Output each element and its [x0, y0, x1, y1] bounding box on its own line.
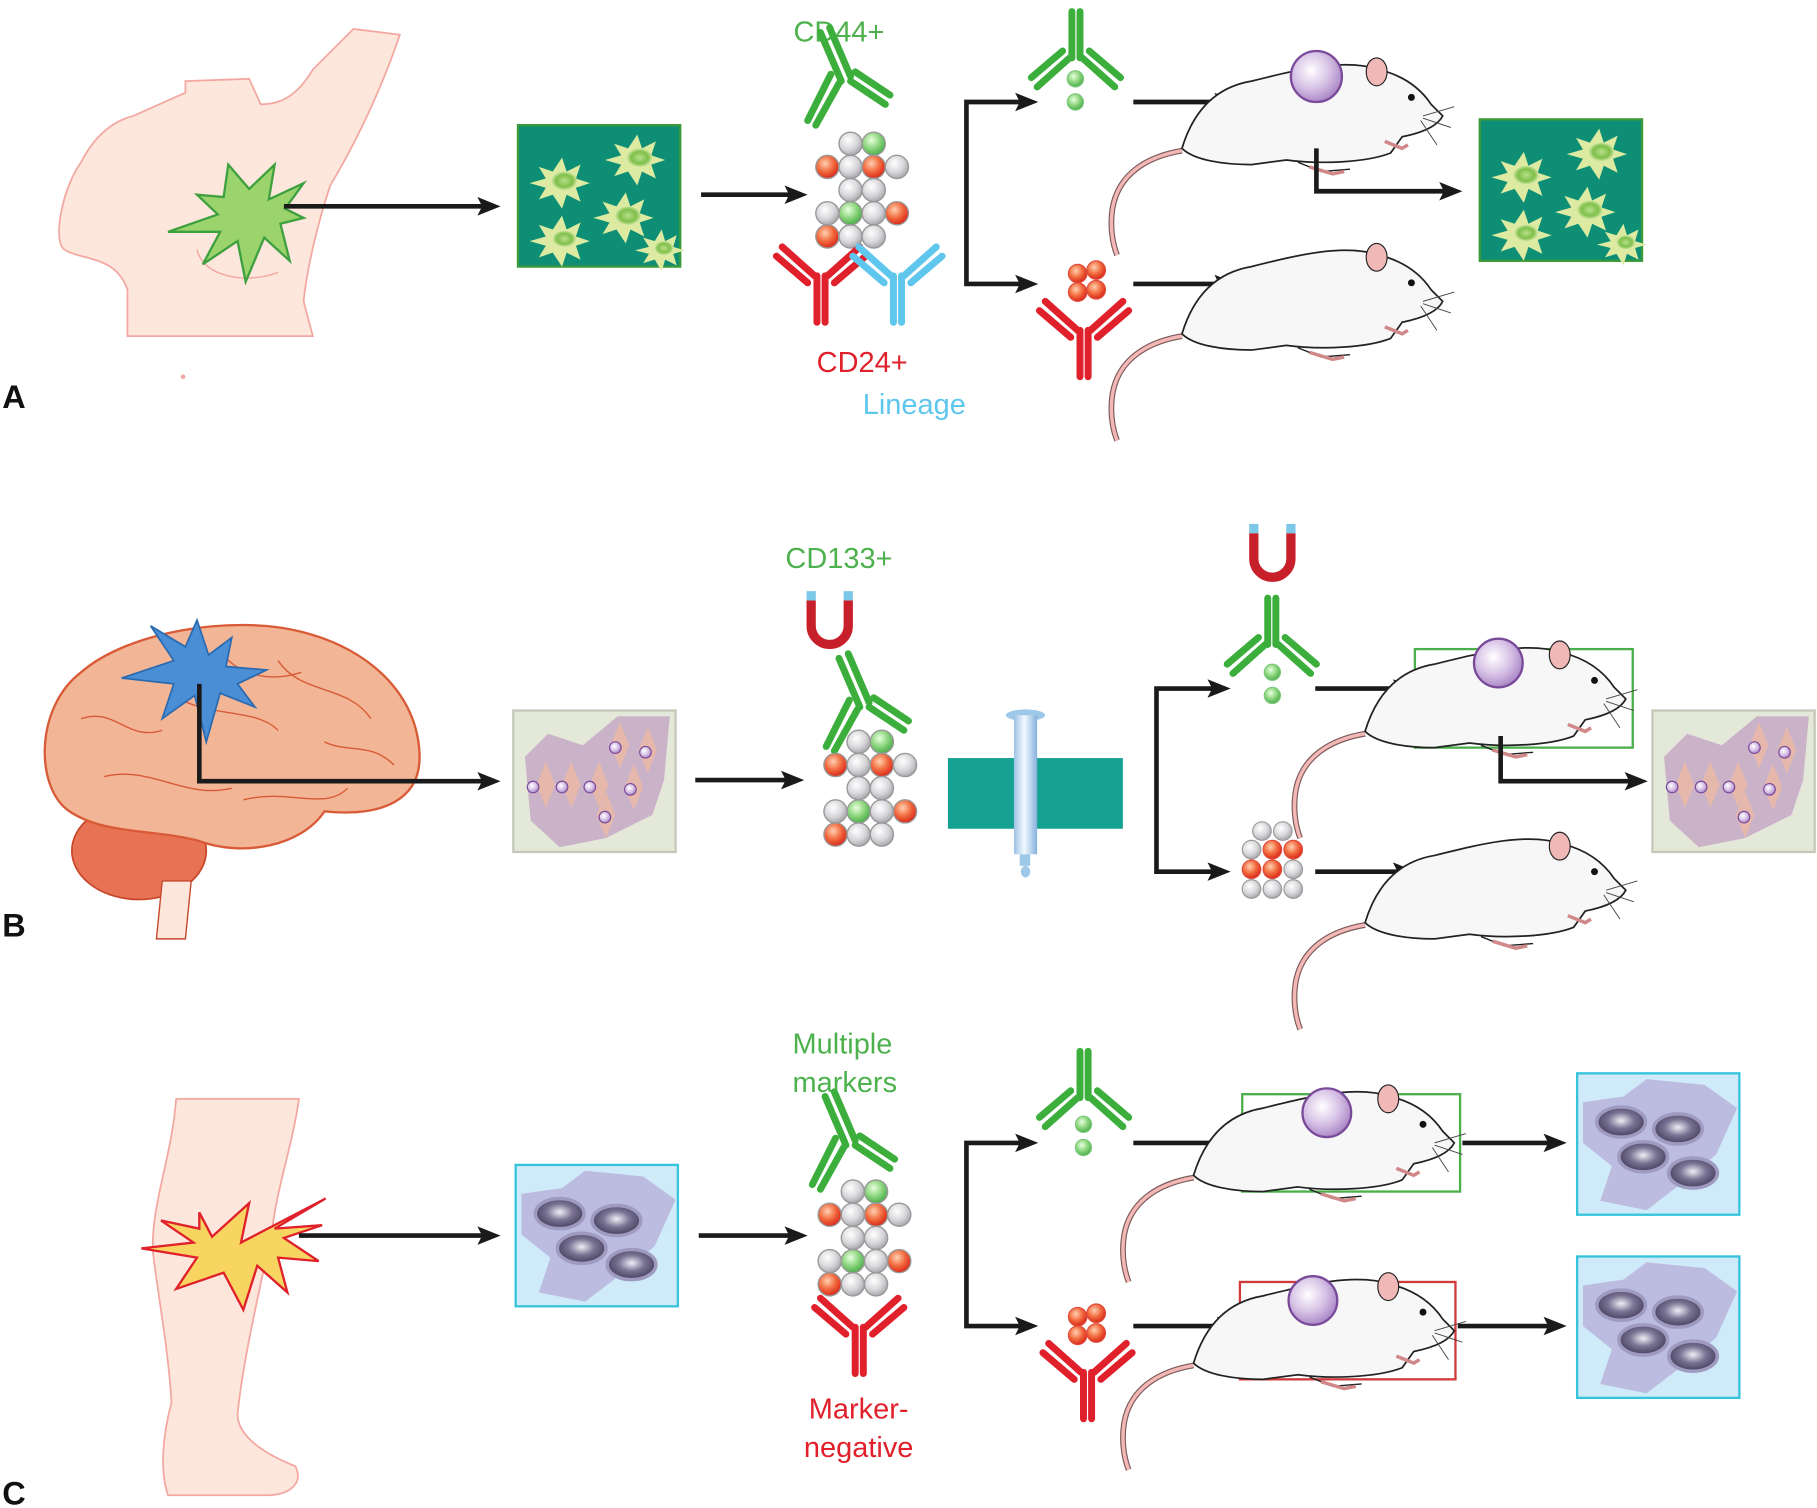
- multiple-markers-label-line2: markers: [792, 1067, 897, 1099]
- resulting-tumor-box: [1478, 118, 1648, 267]
- cd133-label: CD133+: [785, 543, 892, 575]
- brain-tumor-icon: [121, 617, 270, 746]
- leg-illustration: [151, 1097, 300, 1497]
- mouse-without-tumor: [1294, 832, 1637, 1029]
- tumor-cells-box: [516, 124, 687, 273]
- brain-tumor-cells-box: [512, 709, 677, 854]
- panel-label-a: A: [2, 379, 25, 415]
- lineage-antibody-icon: [853, 247, 942, 322]
- negative-marker-antibody-icon: [815, 1298, 904, 1373]
- magnet-icon: [811, 591, 848, 644]
- magnetic-column-icon: [947, 709, 1123, 878]
- panel-label-b: B: [2, 908, 25, 944]
- mouse-with-tumor: [1294, 641, 1637, 838]
- bone-tumor-icon: [141, 1197, 327, 1313]
- negative-fraction-cells: [1241, 821, 1304, 899]
- positive-fraction-antibody-icon: [1227, 598, 1316, 673]
- panel-a: CD44+ CD24+ Lineage A: [2, 12, 1648, 441]
- mixed-cell-population: [815, 131, 910, 249]
- multiple-markers-label-line1: Multiple: [793, 1029, 893, 1061]
- tumor-icon: [1289, 49, 1344, 104]
- panel-c: Multiple markers Marker- negative: [2, 1029, 1742, 1508]
- tumor-icon: [1472, 637, 1524, 689]
- tumor-icon: [1301, 1087, 1353, 1139]
- mouse-with-tumor: [1123, 1085, 1466, 1282]
- negative-fraction-cells: [1067, 1303, 1107, 1346]
- bone-tumor-cells-box: [513, 1163, 680, 1309]
- resulting-tumor-box-negative: [1575, 1254, 1742, 1400]
- mouse-with-tumor: [1111, 58, 1454, 255]
- panel-b: CD133+: [2, 524, 1816, 1029]
- negative-fraction-antibody-icon: [1043, 1343, 1132, 1418]
- positive-fraction-antibody-icon: [1039, 1051, 1128, 1126]
- mixed-cell-population: [817, 1179, 912, 1297]
- lineage-label: Lineage: [863, 389, 966, 421]
- resulting-tumor-box-positive: [1575, 1071, 1742, 1217]
- negative-fraction-antibody-icon: [1039, 301, 1128, 376]
- marker-negative-label-line1: Marker-: [809, 1394, 909, 1426]
- negative-fraction-cells: [1067, 260, 1107, 302]
- brain-illustration: [43, 623, 421, 940]
- positive-marker-antibody-icon: [812, 1092, 894, 1189]
- cd24-label: CD24+: [817, 347, 908, 379]
- resulting-tumor-box: [1651, 709, 1816, 854]
- mouse-without-tumor: [1111, 243, 1454, 440]
- panel-label-c: C: [2, 1476, 25, 1508]
- breast-tumor-icon: [167, 161, 308, 286]
- marker-negative-label-line2: negative: [804, 1432, 914, 1464]
- tumor-icon: [1287, 1275, 1339, 1327]
- magnet-icon: [1254, 524, 1291, 577]
